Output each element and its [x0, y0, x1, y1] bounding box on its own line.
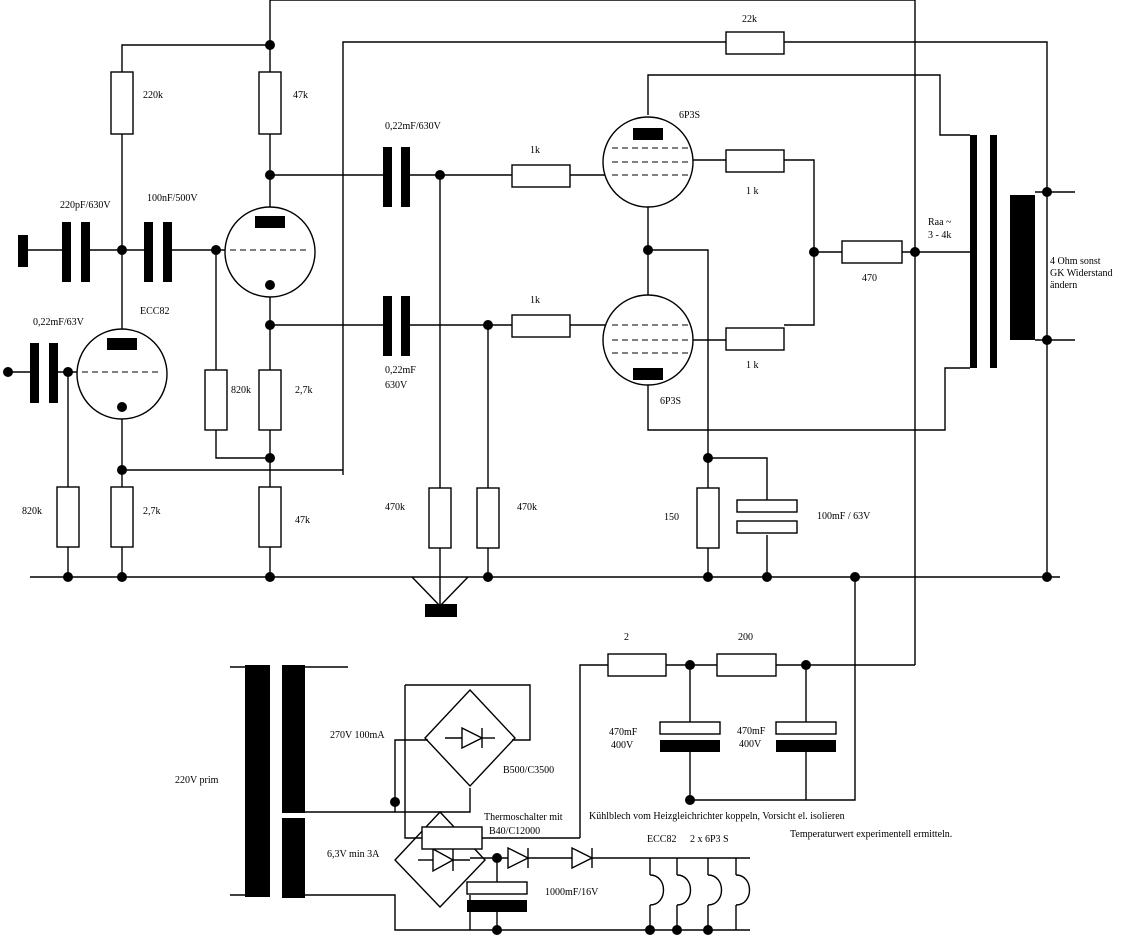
label-820k-input: 820k: [22, 506, 42, 517]
heater-diode-1: [507, 846, 530, 870]
output-transformer: [970, 135, 1035, 368]
label-r-200: 200: [738, 632, 753, 643]
label-270v: 270V 100mA: [330, 730, 385, 741]
label-6-3v: 6,3V min 3A: [327, 849, 380, 860]
label-c-022-630-bottom-2: 630V: [385, 380, 408, 391]
label-2-7k-upper: 2,7k: [295, 385, 313, 396]
capacitor-220pf: [62, 222, 90, 282]
label-c-022-630-top: 0,22mF/630V: [385, 121, 442, 132]
label-out-1: 4 Ohm sonst: [1050, 256, 1101, 267]
resistor-2: [607, 653, 667, 677]
label-c-100mf: 100mF / 63V: [817, 511, 871, 522]
label-raa-2: 3 - 4k: [928, 230, 951, 241]
resistor-1k-grid-bottom: [511, 314, 571, 338]
resistor-220k: [110, 71, 134, 135]
label-47k-top: 47k: [293, 90, 308, 101]
label-thermo: Thermoschalter mit: [484, 812, 563, 823]
capacitor-470mf-2: [775, 721, 837, 752]
label-470k-a: 470k: [385, 502, 405, 513]
resistor-22k: [725, 31, 785, 55]
label-22k: 22k: [742, 14, 757, 25]
label-temperatur: Temperaturwert experimentell ermitteln.: [790, 829, 952, 840]
label-tube-ecc82: ECC82: [140, 306, 169, 317]
resistor-2-7k-upper: [258, 369, 282, 431]
resistor-470k-b: [476, 487, 500, 549]
label-out-2: GK Widerstand: [1050, 268, 1112, 279]
component-labels: 220k 47k 22k 0,22mF/630V 220pF/630V 100n…: [22, 14, 1112, 898]
heater-diode-2: [571, 846, 594, 870]
label-tube-6p3s-top: 6P3S: [679, 110, 700, 121]
bridge-rectifier-b500: [424, 688, 516, 788]
label-out-3: ändern: [1050, 280, 1077, 291]
label-kuehlblech: Kühlblech vom Heizgleichrichter koppeln,…: [589, 811, 845, 822]
label-c-470-2a: 470mF: [737, 726, 766, 737]
resistors: [56, 31, 903, 677]
junction-dots: [3, 40, 1052, 935]
label-r-2: 2: [624, 632, 629, 643]
resistor-47k-top: [258, 71, 282, 135]
label-heater-ecc82: ECC82: [647, 834, 676, 845]
label-c-470-1b: 400V: [611, 740, 634, 751]
label-1k-grid-top: 1k: [530, 145, 540, 156]
capacitors: [30, 147, 837, 912]
resistor-1k-screen-top: [725, 149, 785, 173]
label-c-022-630-bottom-1: 0,22mF: [385, 365, 416, 376]
resistor-1k-grid-top: [511, 164, 571, 188]
resistor-470: [841, 240, 903, 264]
resistor-2-7k-lower: [110, 486, 134, 548]
label-47k-bottom: 47k: [295, 515, 310, 526]
label-470: 470: [862, 273, 877, 284]
label-c-470-1a: 470mF: [609, 727, 638, 738]
label-1k-screen-top: 1 k: [746, 186, 759, 197]
resistor-1k-screen-bottom: [725, 327, 785, 351]
label-820k-grid: 820k: [231, 385, 251, 396]
capacitor-1000mf: [466, 881, 528, 912]
capacitor-100nf: [144, 222, 172, 282]
heater-filaments: [649, 874, 751, 906]
label-2-7k-lower: 2,7k: [143, 506, 161, 517]
capacitor-100mf-63v: [736, 499, 798, 534]
input-terminal: [18, 235, 28, 267]
label-c-220p: 220pF/630V: [60, 200, 111, 211]
resistor-200: [716, 653, 777, 677]
power-transformer: [245, 665, 305, 898]
tube-ecc82-upper-triode: [224, 206, 316, 298]
ground-symbol: [425, 604, 457, 617]
label-c-022-63: 0,22mF/63V: [33, 317, 85, 328]
label-1k-screen-bottom: 1 k: [746, 360, 759, 371]
tube-ecc82-lower-triode: [76, 328, 168, 420]
label-470k-b: 470k: [517, 502, 537, 513]
tube-6p3s-bottom: [602, 294, 694, 386]
label-bridge-b40: B40/C12000: [489, 826, 540, 837]
label-c-1000mf: 1000mF/16V: [545, 887, 599, 898]
wires: [8, 0, 1075, 931]
capacitor-470mf-1: [659, 721, 721, 752]
label-c-100n: 100nF/500V: [147, 193, 198, 204]
label-220k: 220k: [143, 90, 163, 101]
label-raa-1: Raa ~: [928, 217, 952, 228]
resistor-470k-a: [428, 487, 452, 549]
capacitor-022mf-630v-top: [383, 147, 410, 207]
label-1k-grid-bottom: 1k: [530, 295, 540, 306]
tube-6p3s-top: [602, 116, 694, 208]
resistor-150: [696, 487, 720, 549]
resistor-47k-bottom: [258, 486, 282, 548]
label-transformer-prim: 220V prim: [175, 775, 219, 786]
capacitor-022mf-63v: [30, 343, 58, 403]
thermoswitch: [421, 826, 483, 850]
resistor-820k-input: [56, 486, 80, 548]
capacitor-022mf-630v-bottom: [383, 296, 410, 356]
label-heater-6p3s: 2 x 6P3 S: [690, 834, 729, 845]
label-150: 150: [664, 512, 679, 523]
label-c-470-2b: 400V: [739, 739, 762, 750]
label-tube-6p3s-bottom: 6P3S: [660, 396, 681, 407]
resistor-820k-grid: [204, 369, 228, 431]
label-bridge-b500: B500/C3500: [503, 765, 554, 776]
